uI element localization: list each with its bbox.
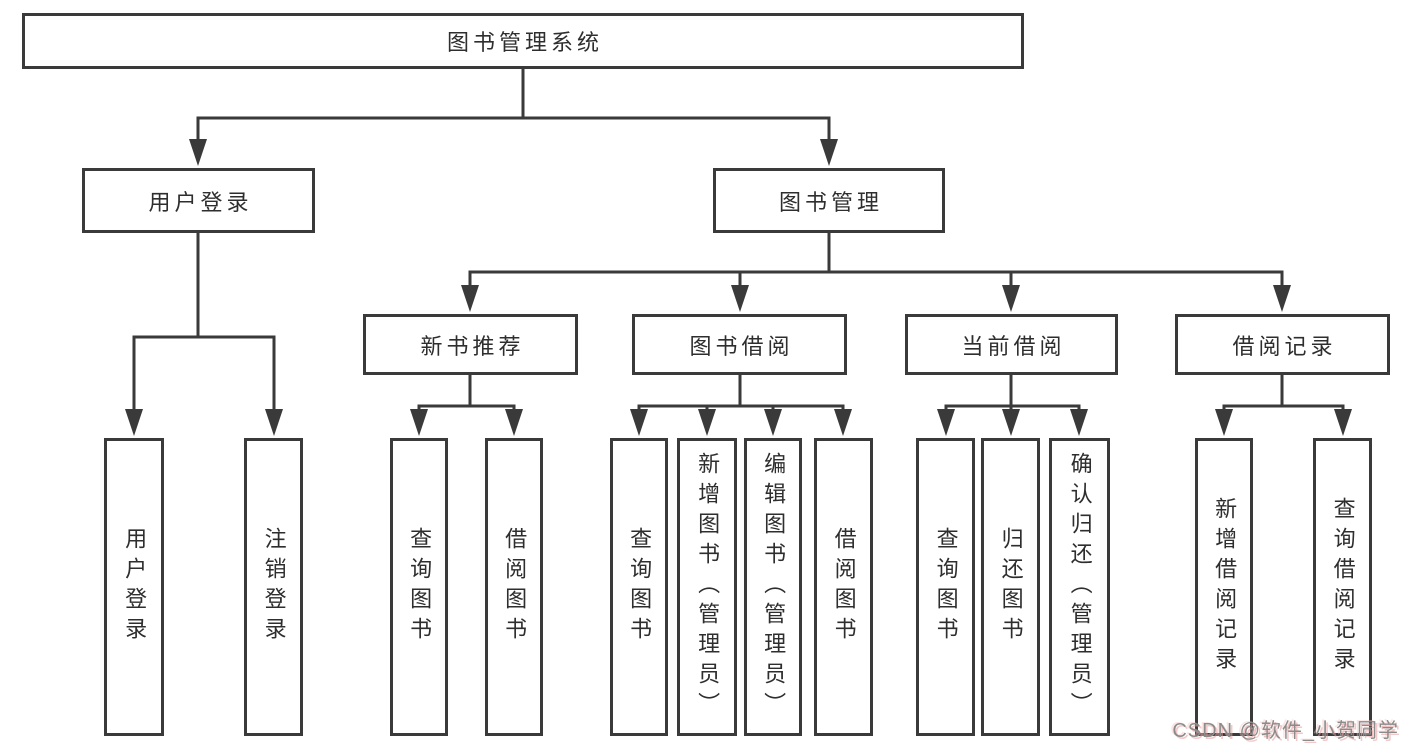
leaf-query-books-newbook-label: 查询图书 xyxy=(407,527,433,647)
leaf-borrow-books-borrowing: 借阅图书 xyxy=(814,438,873,736)
leaf-add-books-admin: 新增图书（管理员） xyxy=(677,438,737,736)
arrow-down-icon xyxy=(1334,409,1352,436)
node-current-borrowing-label: 当前借阅 xyxy=(961,333,1066,359)
arrow-down-icon xyxy=(265,409,283,436)
arrow-down-icon xyxy=(834,409,852,436)
leaf-query-books-borrowing-label: 查询图书 xyxy=(627,527,653,647)
leaf-borrow-books-borrowing-label: 借阅图书 xyxy=(831,527,857,647)
leaf-user-login: 用户登录 xyxy=(104,438,164,736)
leaf-edit-books-admin: 编辑图书（管理员） xyxy=(744,438,802,736)
arrow-down-icon xyxy=(125,409,143,436)
node-user-login-label: 用户登录 xyxy=(148,189,253,215)
leaf-query-books-current-label: 查询图书 xyxy=(933,527,959,647)
arrow-down-icon xyxy=(189,139,207,166)
leaf-confirm-return-admin: 确认归还（管理员） xyxy=(1049,438,1110,736)
arrow-down-icon xyxy=(505,409,523,436)
leaf-logout-label: 注销登录 xyxy=(261,527,287,647)
node-root: 图书管理系统 xyxy=(22,13,1024,69)
node-current-borrowing: 当前借阅 xyxy=(905,314,1118,375)
arrow-down-icon xyxy=(1273,285,1291,312)
watermark: CSDN @软件_小贺同学 xyxy=(1172,720,1399,742)
node-book-borrowing: 图书借阅 xyxy=(632,314,847,375)
leaf-edit-books-admin-label: 编辑图书（管理员） xyxy=(761,452,787,722)
leaf-query-borrow-record-label: 查询借阅记录 xyxy=(1330,497,1356,677)
arrow-down-icon xyxy=(820,139,838,166)
node-borrowing-records: 借阅记录 xyxy=(1175,314,1390,375)
node-book-management: 图书管理 xyxy=(713,168,945,233)
leaf-query-books-borrowing: 查询图书 xyxy=(610,438,668,736)
arrow-down-icon xyxy=(461,285,479,312)
leaf-borrow-books-newbook-label: 借阅图书 xyxy=(502,527,528,647)
leaf-logout: 注销登录 xyxy=(244,438,303,736)
node-new-book-recommend: 新书推荐 xyxy=(363,314,578,375)
leaf-return-books: 归还图书 xyxy=(981,438,1040,736)
leaf-query-books-current: 查询图书 xyxy=(916,438,975,736)
arrow-down-icon xyxy=(731,285,749,312)
arrow-down-icon xyxy=(937,409,955,436)
leaf-query-books-newbook: 查询图书 xyxy=(390,438,448,736)
arrow-down-icon xyxy=(1215,409,1233,436)
arrow-down-icon xyxy=(630,409,648,436)
node-borrowing-records-label: 借阅记录 xyxy=(1232,333,1337,359)
arrow-down-icon xyxy=(1070,409,1088,436)
arrow-down-icon xyxy=(764,409,782,436)
arrow-down-icon xyxy=(1002,409,1020,436)
leaf-add-borrow-record-label: 新增借阅记录 xyxy=(1212,497,1238,677)
arrow-down-icon xyxy=(1002,285,1020,312)
leaf-add-borrow-record: 新增借阅记录 xyxy=(1195,438,1253,736)
leaf-query-borrow-record: 查询借阅记录 xyxy=(1313,438,1372,736)
arrow-down-icon xyxy=(410,409,428,436)
node-root-label: 图书管理系统 xyxy=(446,30,603,55)
node-book-borrowing-label: 图书借阅 xyxy=(689,333,794,359)
arrow-down-icon xyxy=(698,409,716,436)
leaf-confirm-return-admin-label: 确认归还（管理员） xyxy=(1067,452,1093,722)
node-book-management-label: 图书管理 xyxy=(778,189,883,215)
arrow-down-icons xyxy=(125,139,1352,436)
leaf-borrow-books-newbook: 借阅图书 xyxy=(485,438,543,736)
node-user-login: 用户登录 xyxy=(82,168,315,233)
leaf-return-books-label: 归还图书 xyxy=(998,527,1024,647)
node-new-book-recommend-label: 新书推荐 xyxy=(420,333,525,359)
leaf-add-books-admin-label: 新增图书（管理员） xyxy=(695,452,721,722)
leaf-user-login-label: 用户登录 xyxy=(122,527,148,647)
